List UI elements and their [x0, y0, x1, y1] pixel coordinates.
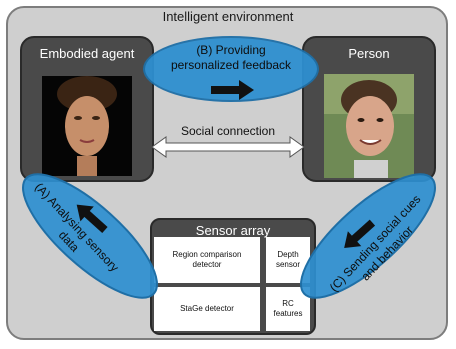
depth-sensor-line2: sensor	[275, 260, 300, 269]
stage-detector-label: StaGe detector	[180, 304, 234, 313]
feedback-ellipse	[143, 36, 319, 102]
rc-features-cell: RC features	[266, 287, 310, 331]
depth-sensor-cell: Depth sensor	[266, 237, 310, 283]
agent-face-image	[42, 76, 132, 176]
depth-sensor-line1: Depth	[277, 250, 299, 259]
region-comparison-line2: detector	[192, 260, 222, 269]
region-comparison-line1: Region comparison	[172, 250, 242, 259]
feedback-label-line1: (B) Providing	[196, 43, 266, 57]
region-comparison-detector-cell: Region comparison detector	[154, 237, 260, 283]
rc-features-line1: RC	[282, 299, 294, 308]
embodied-agent-box: Embodied agent	[20, 36, 154, 182]
sensor-array-title: Sensor array	[195, 223, 271, 238]
embodied-agent-label: Embodied agent	[39, 46, 135, 61]
social-connection-label: Social connection	[180, 124, 276, 138]
feedback-label-line2: personalized feedback	[170, 58, 292, 72]
person-photo	[324, 74, 414, 178]
stage-detector-cell: StaGe detector	[154, 287, 260, 331]
rc-features-line2: features	[273, 309, 303, 318]
person-label: Person	[348, 46, 390, 61]
person-box: Person	[302, 36, 436, 182]
environment-title: Intelligent environment	[162, 9, 294, 24]
